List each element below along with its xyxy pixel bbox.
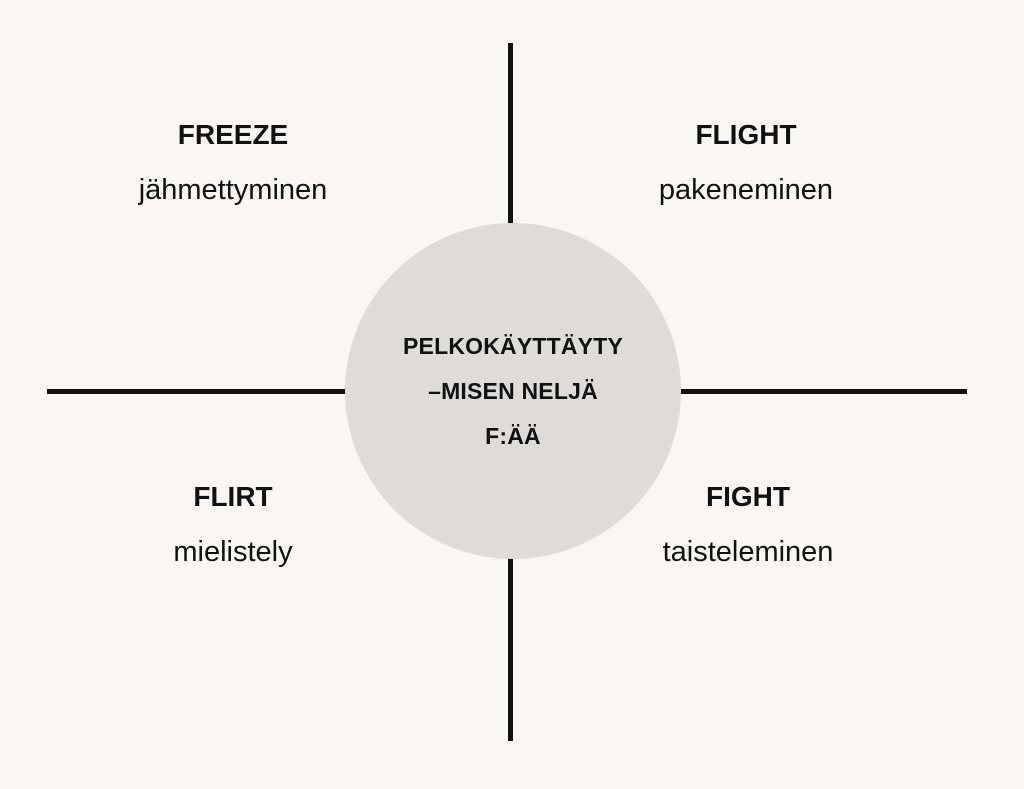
quadrant-title: FLIGHT xyxy=(695,119,797,150)
quadrant-flight: FLIGHT pakeneminen xyxy=(586,115,906,210)
quadrant-flirt: FLIRT mielistely xyxy=(73,477,393,572)
quadrant-subtitle: jähmettyminen xyxy=(138,174,328,206)
quadrant-subtitle: taisteleminen xyxy=(662,536,834,568)
center-title-line-2: –MISEN NELJÄ xyxy=(428,377,598,404)
quadrant-freeze: FREEZE jähmettyminen xyxy=(73,115,393,210)
quadrant-subtitle: pakeneminen xyxy=(658,174,834,206)
quadrant-title: FLIRT xyxy=(193,481,273,512)
quadrant-title: FIGHT xyxy=(706,481,790,512)
center-title-line-1: PELKOKÄYTTÄYTY xyxy=(402,332,624,359)
quadrant-subtitle: mielistely xyxy=(173,536,293,568)
quadrant-fight: FIGHT taisteleminen xyxy=(588,477,908,572)
center-title-line-3: F:ÄÄ xyxy=(485,422,541,449)
quadrant-title: FREEZE xyxy=(177,119,289,150)
center-circle: PELKOKÄYTTÄYTY –MISEN NELJÄ F:ÄÄ xyxy=(345,223,681,559)
